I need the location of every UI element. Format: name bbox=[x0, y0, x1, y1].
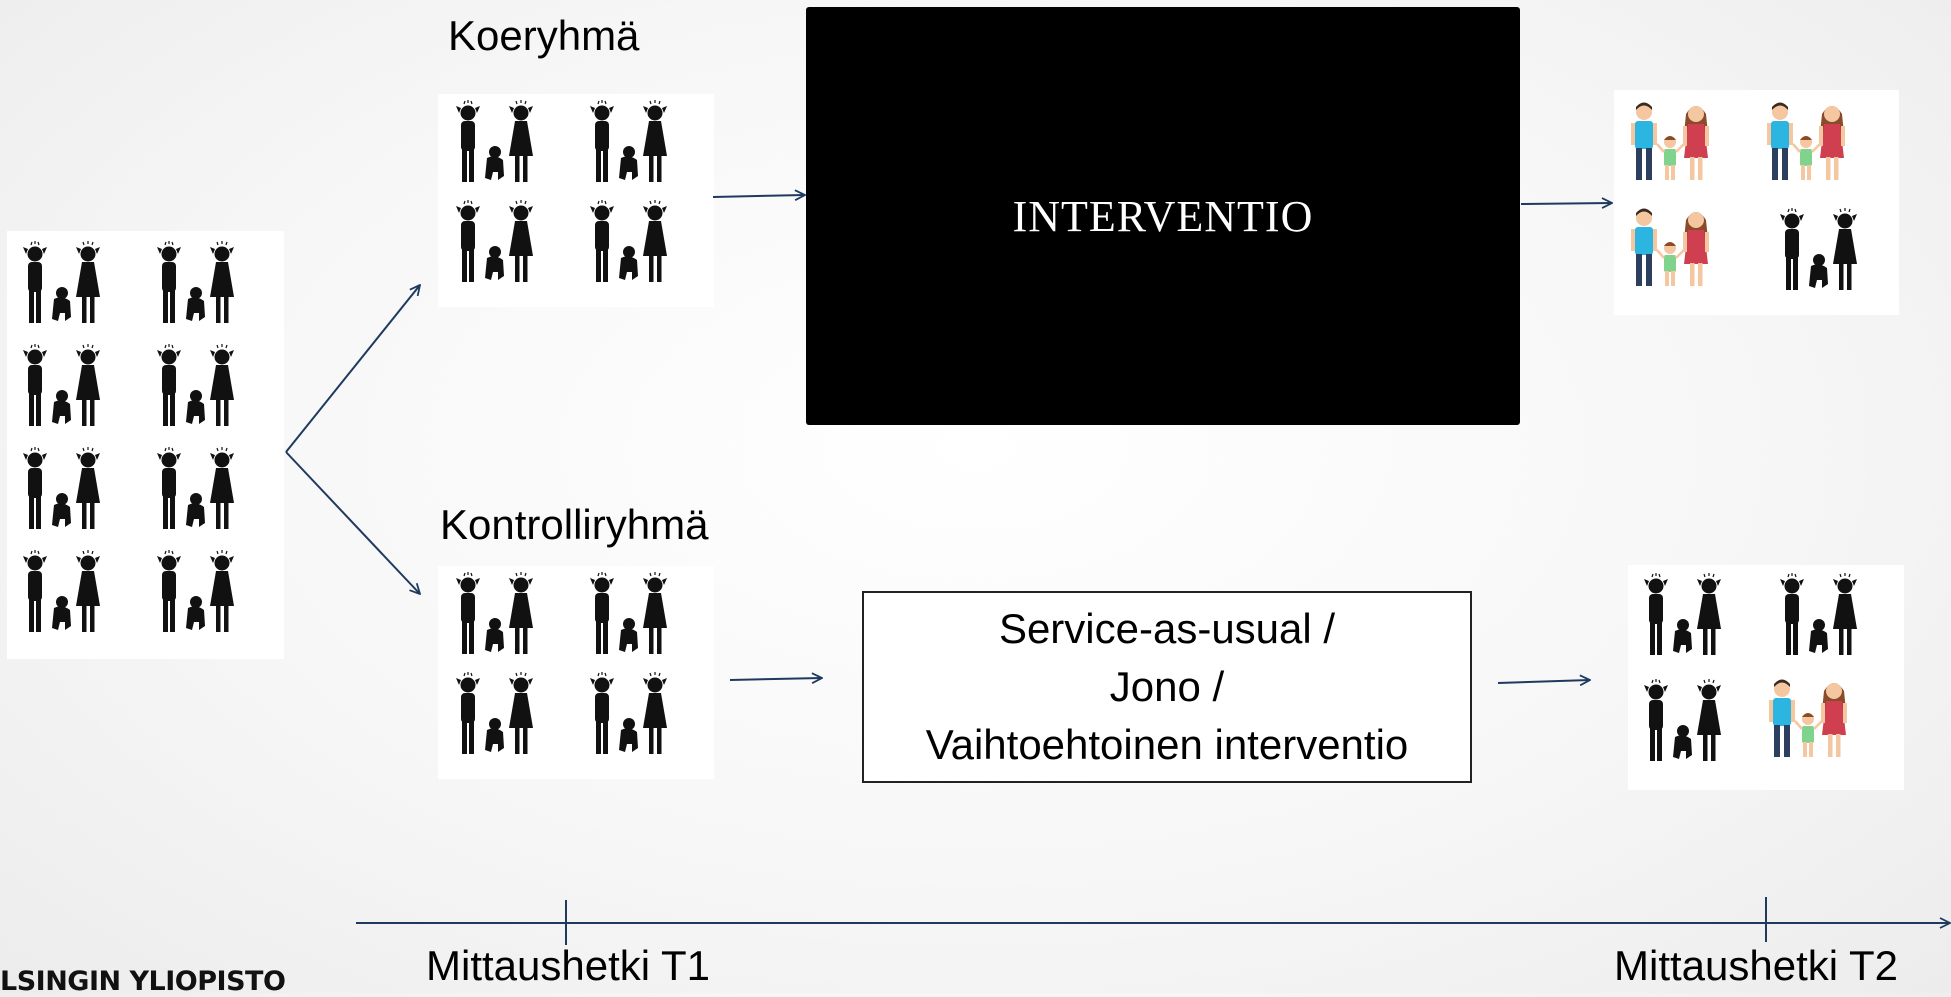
control-outcome-icons bbox=[1643, 572, 1858, 762]
service-as-usual-box: Service-as-usual / Jono / Vaihtoehtoinen… bbox=[862, 591, 1472, 783]
experimental-group-panel bbox=[438, 94, 714, 307]
control-group-label: Kontrolliryhmä bbox=[440, 501, 709, 548]
intervention-to-outcome-arrow bbox=[1520, 203, 1612, 204]
experimental-group-label: Koeryhmä bbox=[448, 12, 640, 59]
measurement-t2-label: Mittaushetki T2 bbox=[1614, 942, 1899, 989]
service-to-outcome-arrow bbox=[1497, 680, 1590, 683]
service-as-usual-line: Service-as-usual / bbox=[998, 605, 1336, 652]
university-logo-text: LSINGIN YLIOPISTO bbox=[0, 966, 286, 997]
control-outcome-panel bbox=[1628, 565, 1904, 790]
initial-population-panel bbox=[7, 231, 284, 659]
control-group-icons bbox=[455, 571, 668, 755]
experimental-group-icons bbox=[455, 99, 668, 283]
split-arrow-down bbox=[285, 451, 420, 594]
queue-line: Jono / bbox=[1109, 663, 1225, 710]
experimental-to-intervention-arrow bbox=[712, 195, 805, 197]
split-arrow-up bbox=[285, 285, 420, 453]
control-to-service-arrow bbox=[729, 678, 822, 680]
intervention-label: INTERVENTIO bbox=[1012, 191, 1314, 241]
alternative-intervention-line: Vaihtoehtoinen interventio bbox=[925, 721, 1409, 768]
measurement-t1-label: Mittaushetki T1 bbox=[426, 942, 711, 989]
control-group-panel bbox=[438, 566, 714, 779]
experimental-outcome-panel bbox=[1614, 90, 1899, 315]
intervention-box: INTERVENTIO bbox=[806, 7, 1520, 425]
experimental-outcome-icons bbox=[1629, 101, 1858, 291]
initial-population-icons bbox=[22, 240, 235, 633]
